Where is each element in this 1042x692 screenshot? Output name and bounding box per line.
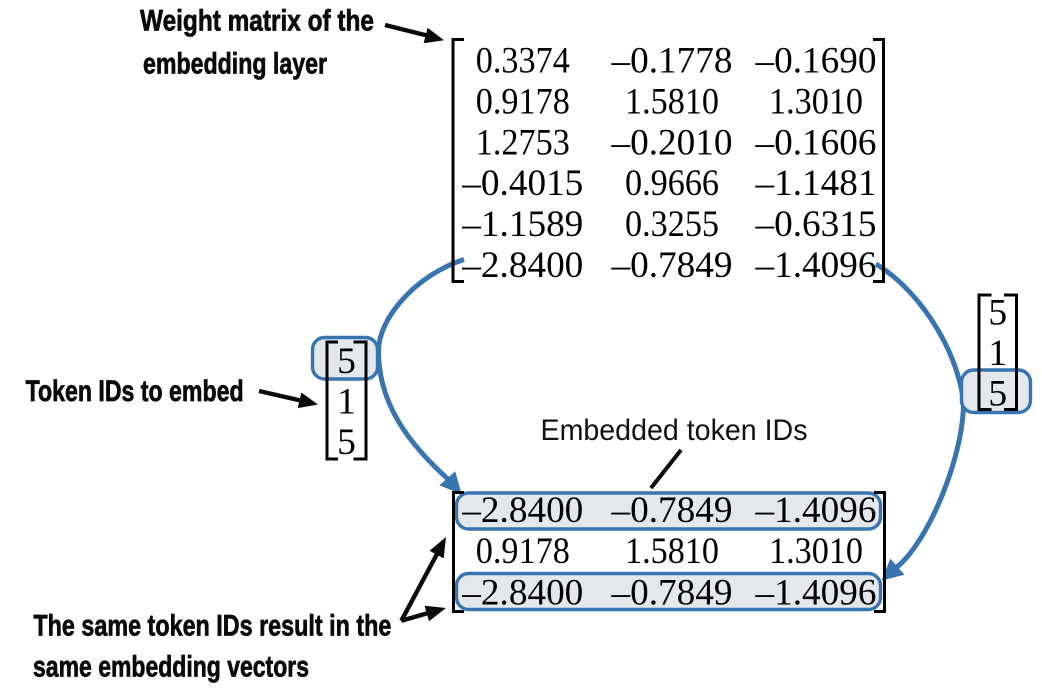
svg-text:1.2753: 1.2753: [476, 122, 570, 163]
svg-text:Token IDs to embed: Token IDs to embed: [26, 375, 244, 408]
svg-text:1.3010: 1.3010: [769, 531, 863, 572]
svg-text:same embedding vectors: same embedding vectors: [33, 651, 309, 684]
svg-text:–1.1589: –1.1589: [461, 204, 583, 245]
svg-text:1.3010: 1.3010: [769, 81, 863, 122]
svg-text:–2.8400: –2.8400: [461, 245, 583, 286]
svg-text:embedding layer: embedding layer: [143, 48, 327, 81]
svg-text:0.9178: 0.9178: [476, 531, 570, 572]
svg-text:–2.8400: –2.8400: [461, 572, 583, 613]
svg-text:0.9178: 0.9178: [476, 81, 570, 122]
svg-text:0.9666: 0.9666: [625, 163, 719, 204]
svg-text:5: 5: [988, 293, 1007, 334]
svg-text:–0.7849: –0.7849: [611, 245, 733, 286]
svg-text:1: 1: [337, 382, 356, 423]
svg-text:0.3255: 0.3255: [625, 204, 719, 245]
svg-text:–2.8400: –2.8400: [461, 490, 583, 531]
svg-text:–0.1606: –0.1606: [755, 122, 877, 163]
svg-text:–1.4096: –1.4096: [755, 490, 877, 531]
svg-text:5: 5: [988, 374, 1007, 415]
svg-text:–1.1481: –1.1481: [755, 163, 877, 204]
svg-text:–1.4096: –1.4096: [755, 245, 877, 286]
svg-text:0.3374: 0.3374: [476, 41, 570, 82]
svg-text:–0.1690: –0.1690: [755, 41, 877, 82]
svg-text:–1.4096: –1.4096: [755, 572, 877, 613]
svg-text:–0.2010: –0.2010: [611, 122, 733, 163]
svg-text:5: 5: [337, 422, 356, 463]
svg-text:The same token IDs result in t: The same token IDs result in the: [33, 610, 391, 643]
svg-text:5: 5: [337, 341, 356, 382]
svg-text:–0.1778: –0.1778: [611, 41, 733, 82]
svg-text:–0.7849: –0.7849: [611, 572, 733, 613]
svg-text:–0.7849: –0.7849: [611, 490, 733, 531]
svg-text:–0.6315: –0.6315: [755, 204, 877, 245]
svg-text:1: 1: [988, 333, 1007, 374]
svg-text:1.5810: 1.5810: [625, 81, 719, 122]
svg-text:Weight matrix of the: Weight matrix of the: [140, 4, 374, 37]
svg-text:Embedded token IDs: Embedded token IDs: [541, 414, 808, 447]
svg-text:–0.4015: –0.4015: [461, 163, 583, 204]
svg-text:1.5810: 1.5810: [625, 531, 719, 572]
